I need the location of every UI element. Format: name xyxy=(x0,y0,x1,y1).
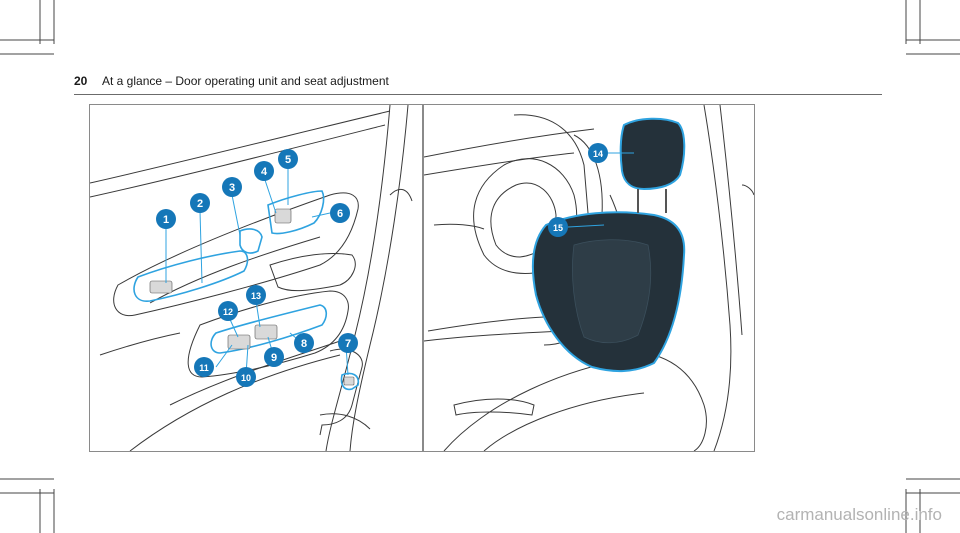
callout-12: 12 xyxy=(218,301,238,321)
callout-13: 13 xyxy=(246,285,266,305)
door-panel-drawing: 1 2 3 4 5 6 7 8 9 10 11 12 13 xyxy=(90,105,413,451)
door-operating-unit-illustration: 1 2 3 4 5 6 7 8 9 10 11 12 13 xyxy=(89,104,423,452)
svg-text:11: 11 xyxy=(199,363,209,373)
page-header: 20 At a glance – Door operating unit and… xyxy=(74,72,882,95)
callout-4: 4 xyxy=(254,161,274,181)
svg-text:8: 8 xyxy=(301,338,307,350)
callout-8: 8 xyxy=(294,333,314,353)
svg-text:1: 1 xyxy=(163,214,169,226)
page-number: 20 xyxy=(74,74,88,88)
callout-10: 10 xyxy=(236,367,256,387)
callout-5: 5 xyxy=(278,149,298,169)
page-title: At a glance – Door operating unit and se… xyxy=(102,74,389,88)
callout-2: 2 xyxy=(190,193,210,213)
svg-text:13: 13 xyxy=(251,291,261,301)
callout-9: 9 xyxy=(264,347,284,367)
callout-14: 14 xyxy=(588,143,608,163)
svg-text:14: 14 xyxy=(593,149,603,159)
svg-text:10: 10 xyxy=(241,373,251,383)
svg-text:7: 7 xyxy=(345,338,351,350)
svg-text:3: 3 xyxy=(229,182,235,194)
seat-drawing: 14 15 xyxy=(424,105,754,451)
svg-text:15: 15 xyxy=(553,223,563,233)
callout-3: 3 xyxy=(222,177,242,197)
seat-adjustment-illustration: 14 15 xyxy=(423,104,755,452)
callout-11: 11 xyxy=(194,357,214,377)
svg-text:2: 2 xyxy=(197,198,203,210)
callout-7: 7 xyxy=(338,333,358,353)
svg-text:6: 6 xyxy=(337,208,343,220)
callout-6: 6 xyxy=(330,203,350,223)
head-restraint xyxy=(619,117,686,191)
svg-text:9: 9 xyxy=(271,352,277,364)
callout-1: 1 xyxy=(156,209,176,229)
svg-text:4: 4 xyxy=(261,166,268,178)
svg-text:12: 12 xyxy=(223,307,233,317)
callout-15: 15 xyxy=(548,217,568,237)
watermark: carmanualsonline.info xyxy=(776,505,942,524)
svg-text:5: 5 xyxy=(285,154,291,166)
